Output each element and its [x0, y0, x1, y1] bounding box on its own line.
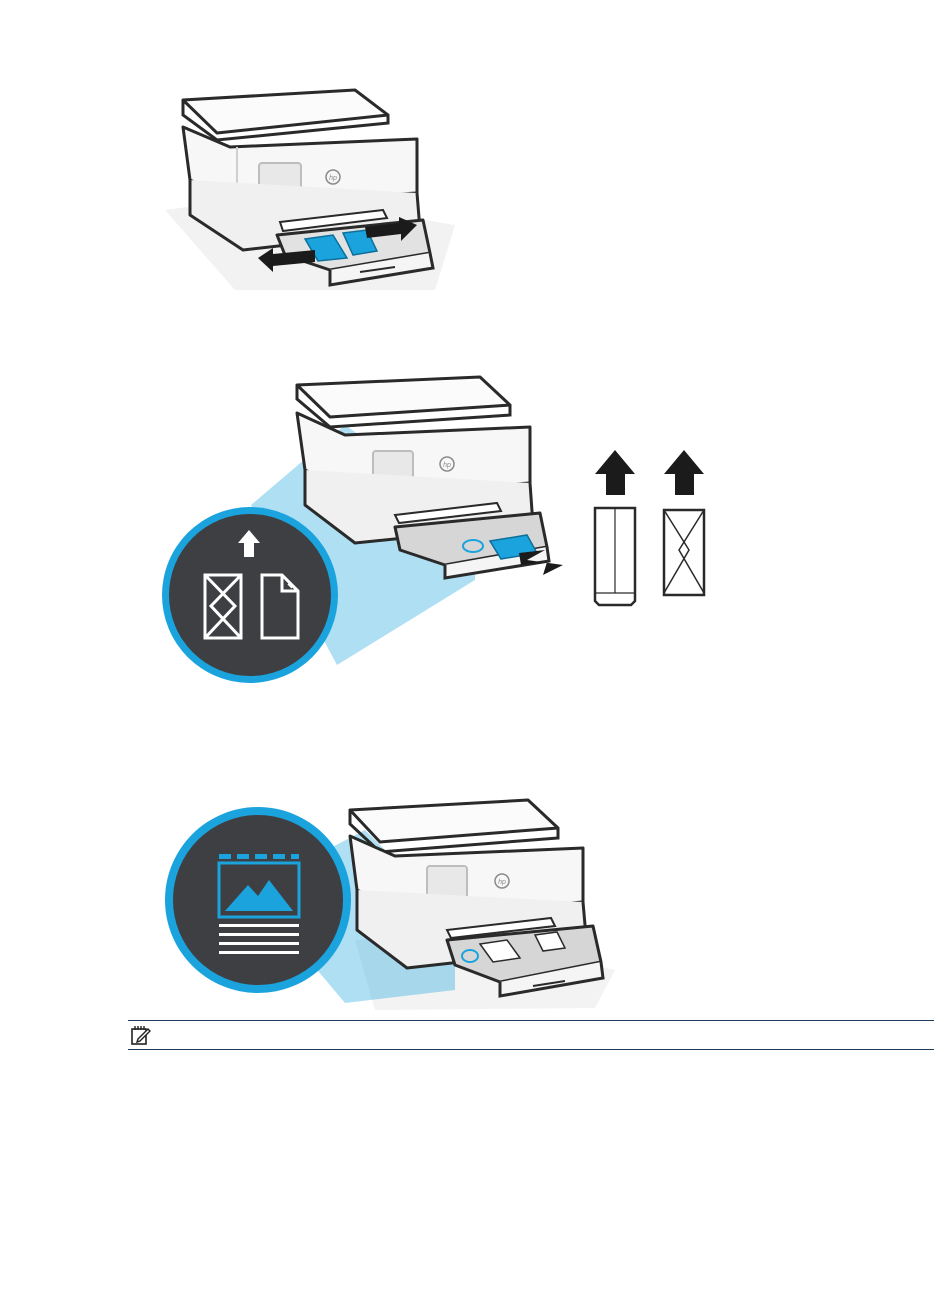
svg-text:hp: hp	[329, 175, 337, 182]
envelope-flap-side-icon	[664, 450, 704, 595]
envelope-orientation-callout	[162, 507, 338, 683]
figure-adjust-paper-guides: hp	[155, 85, 455, 305]
scanner-lid	[350, 800, 558, 842]
figure-load-photo-paper: hp	[155, 790, 615, 1015]
svg-text:hp: hp	[498, 879, 506, 886]
note-icon	[130, 1024, 152, 1046]
scanner-lid	[297, 377, 510, 417]
photo-paper-callout	[165, 807, 351, 993]
envelope-flap-up-icon	[595, 450, 635, 605]
note-bar	[128, 1020, 934, 1050]
figure-load-envelopes: hp	[155, 365, 715, 690]
svg-text:hp: hp	[443, 462, 451, 469]
